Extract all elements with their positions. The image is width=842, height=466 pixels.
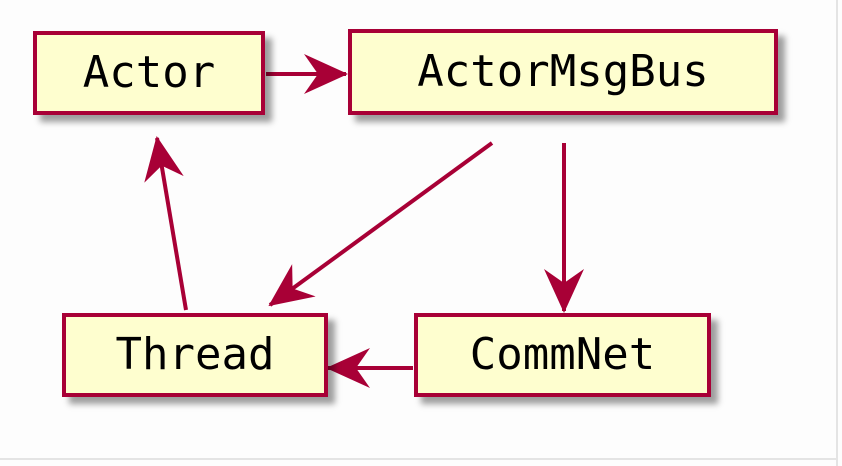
frame-border-right bbox=[836, 0, 838, 466]
node-actor: Actor bbox=[33, 31, 265, 115]
node-thread: Thread bbox=[62, 313, 328, 397]
node-actormsgbus-label: ActorMsgBus bbox=[417, 46, 709, 97]
node-commnet: CommNet bbox=[414, 313, 711, 397]
edge-thread-to-actor bbox=[144, 136, 188, 311]
node-thread-label: Thread bbox=[115, 329, 275, 380]
node-commnet-label: CommNet bbox=[469, 329, 656, 380]
node-actor-label: Actor bbox=[82, 47, 216, 98]
edge-actormsgbus-to-thread bbox=[268, 141, 494, 307]
frame-border-bottom bbox=[0, 458, 838, 460]
node-actormsgbus: ActorMsgBus bbox=[348, 29, 778, 115]
